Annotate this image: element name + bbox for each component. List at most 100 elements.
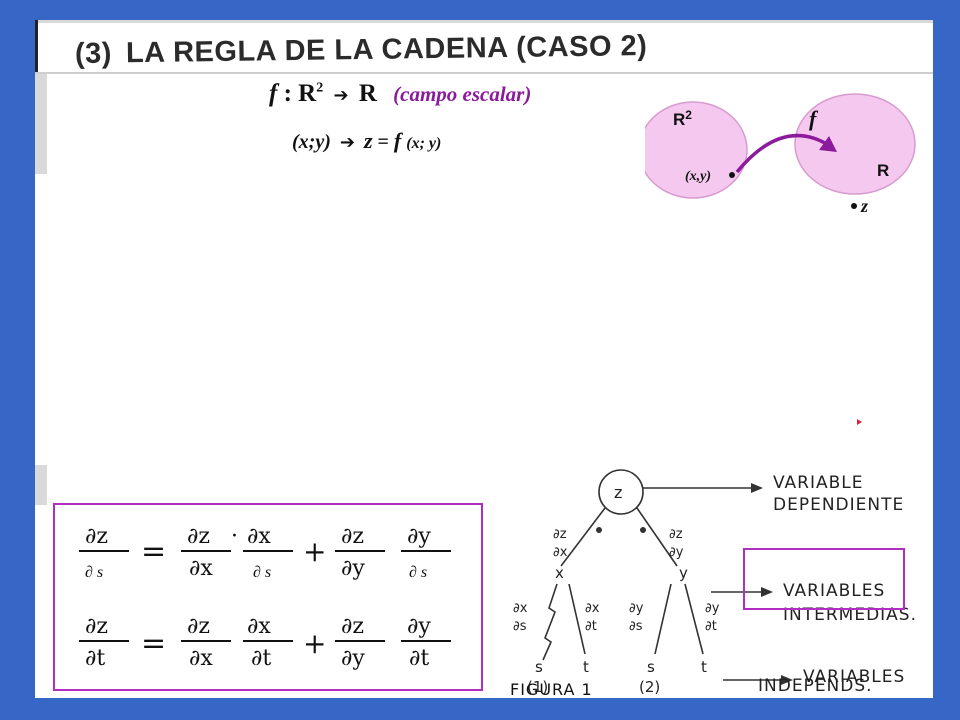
title-number: (3) [74,37,113,70]
map-label: f [809,106,819,131]
title-text: LA REGLA DE LA CADENA (CASO 2) [125,30,648,70]
point-label: (x,y) [685,169,711,184]
assign-arrow: ➔ [339,132,355,153]
var-z: z [363,128,373,153]
eq2-t1-num2: ∂x [247,614,271,639]
dy-ds-num: ∂y [629,601,644,616]
mapping-arrow [735,133,831,174]
eq1-t1-den1: ∂x [189,556,213,581]
edge-y-s [654,583,672,655]
leaf-t2: t [701,658,707,676]
dy-ds-den: ∂s [629,619,643,634]
eq1-t1-num2: ∂x [247,524,271,549]
codomain-bubble [794,93,916,195]
dep-line1: VARIABLE [773,473,864,493]
arrow-dep-head [751,483,763,493]
edge-y-t [684,583,704,655]
knot-right [640,527,646,533]
eq1-t1-den2-s: ∂ s [253,564,271,581]
eq2-t2-num1: ∂z [341,614,364,639]
dx-dt-num: ∂x [585,601,600,616]
leaf-t1: t [583,658,589,676]
dz-dx-num: ∂z [553,527,567,542]
eq1-t1-num1: ∂z [187,524,210,549]
domain-bubble [645,101,748,199]
eq1-lhs-num: ∂z [85,524,108,549]
eq1-t2-num1: ∂z [341,524,364,549]
left-scan-edge [35,20,38,72]
mapping-diagram: R2 (x,y) f R z [645,93,916,216]
eq2-plus: + [303,627,326,660]
scan-margin-bottom [35,465,47,505]
node-x: x [555,564,564,582]
arrow-ind-head [781,675,793,685]
red-marker [857,419,862,425]
eq2-t2-den2: ∂t [409,646,429,671]
eq2-t1-num1: ∂z [187,614,210,639]
point-xy: (x;y) [292,131,331,153]
maps-to-arrow: ➔ [333,85,349,106]
func-f: f [393,128,402,153]
intermediate-box [743,548,905,610]
eq2-t1-den2: ∂t [251,646,271,671]
dx-ds-den: ∂s [513,619,527,634]
node-y: y [679,564,688,582]
node-z: z [614,483,622,502]
domain-exponent: 2 [316,80,324,96]
edge-z-y [636,507,678,567]
dep-line2: DEPENDIENTE [773,495,904,515]
eq1-equals: = [141,534,166,569]
image-dot [851,203,857,209]
eq1-t2-num2: ∂y [407,524,431,549]
point-dot [729,172,735,178]
mapping-colon: : [283,80,292,107]
slide: (3)LA REGLA DE LA CADENA (CASO 2) f : R2… [35,20,933,698]
node-z-circle [598,469,644,515]
int-line1: VARIABLES [783,581,885,601]
ind-line2: INDEPENDS. [758,676,873,696]
path-label-2: (2) [639,678,660,696]
arrow-int-head [761,587,773,597]
eq2-t1-den1: ∂x [189,646,213,671]
func-args: (x; y) [406,135,442,152]
eq1-plus: + [303,535,326,568]
image-label: z [860,196,868,216]
eq2-t2-den1: ∂y [341,646,365,671]
dx-dt-den: ∂t [585,619,597,634]
leaf-s1: s [535,658,543,676]
dz-dy-den: ∂y [669,545,684,560]
ind-line1: VARIABLES [803,667,905,687]
top-rule [35,20,933,23]
mapping-arrowhead [819,136,837,152]
path-label-1: (1) [527,678,548,696]
domain-r: R2 [298,80,324,107]
eq1-t2-den2-s: ∂ s [409,564,427,581]
eq2-t2-num2: ∂y [407,614,431,639]
chain-tree-figure: z x y ∂z ∂x ∂z ∂y ∂x ∂s ∂x ∂t ∂y ∂s ∂y ∂… [513,469,917,696]
dy-dt-num: ∂y [705,601,720,616]
slide-title: (3) LA REGLA DE LA CADENA (CASO 2) [75,30,648,71]
equals-sign: = [377,131,389,153]
eq2-lhs-num: ∂z [85,614,108,639]
dx-ds-num: ∂x [513,601,528,616]
function-mapping: f : R2 ➔ R (campo escalar) [269,80,531,108]
formula-svg: ∂z = ∂z ∂x · ∂x + ∂z ∂y ∂y ∂z ∂t = [79,524,451,671]
scalar-field-note: (campo escalar) [393,82,532,106]
knot-left [596,527,602,533]
eq1-t2-den1: ∂y [341,556,365,581]
edge-z-x [560,507,606,567]
assignment-rule: (x;y) ➔ z = f (x; y) [292,128,441,154]
dz-dx-den: ∂x [553,545,568,560]
codomain-label: R [877,161,889,180]
chain-rule-formulas: ∂z = ∂z ∂x · ∂x + ∂z ∂y ∂y ∂z ∂t = [53,503,483,691]
scan-margin-top [35,74,47,174]
domain-label: R2 [673,108,692,129]
edge-x-t [568,583,586,655]
codomain-r: R [358,80,377,107]
dy-dt-den: ∂t [705,619,717,634]
function-f: f [269,80,278,107]
eq1-dot: · [231,524,238,549]
int-line2: INTERMEDIAS. [783,605,917,625]
edge-x-s [542,583,558,661]
dz-dy-num: ∂z [669,527,683,542]
